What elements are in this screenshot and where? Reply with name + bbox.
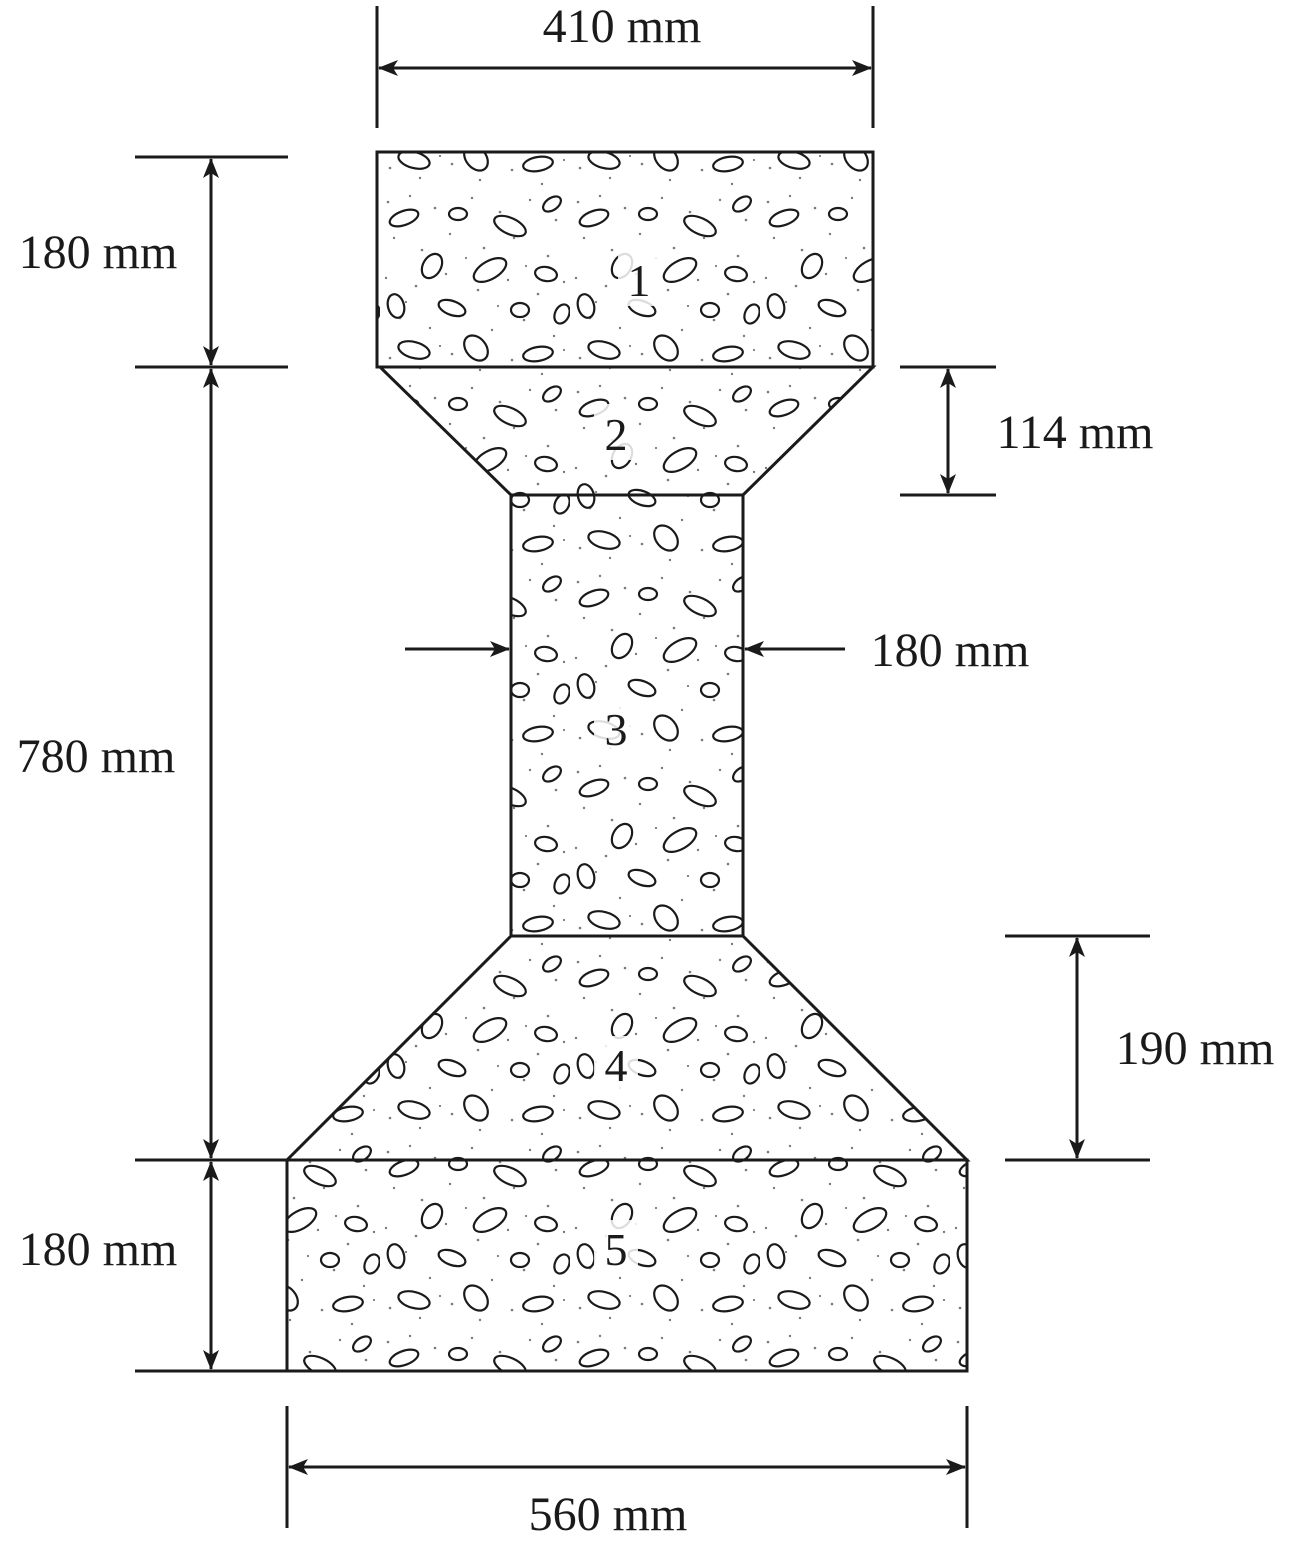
- top-width-label: 410 mm: [543, 0, 702, 53]
- specimen-body: [283, 150, 971, 1373]
- segment-4-label: 4: [605, 1040, 628, 1091]
- dimension-column-width: 180 mm: [405, 624, 1029, 677]
- dimension-lower-taper: 190 mm: [1005, 934, 1275, 1162]
- segment-3-label: 3: [605, 704, 628, 755]
- upper-taper-height-label: 114 mm: [997, 406, 1154, 459]
- dimension-bottom-width: 560 mm: [285, 1406, 969, 1541]
- lower-taper-height-label: 190 mm: [1116, 1022, 1275, 1075]
- middle-height-label: 780 mm: [17, 730, 176, 783]
- top-height-label: 180 mm: [19, 226, 178, 279]
- dimension-upper-taper: 114 mm: [900, 365, 1154, 497]
- segment-5-label: 5: [605, 1224, 628, 1275]
- segment-labels: 1 2 3 4 5: [594, 250, 660, 1276]
- dimension-top-width: 410 mm: [375, 0, 875, 128]
- segment-1-label: 1: [628, 255, 651, 306]
- bottom-width-label: 560 mm: [529, 1488, 688, 1541]
- segment-2-label: 2: [605, 409, 628, 460]
- bottom-height-label: 180 mm: [19, 1223, 178, 1276]
- column-width-label: 180 mm: [871, 624, 1030, 677]
- dimension-left-chain: 180 mm 780 mm 180 mm: [0, 155, 288, 1373]
